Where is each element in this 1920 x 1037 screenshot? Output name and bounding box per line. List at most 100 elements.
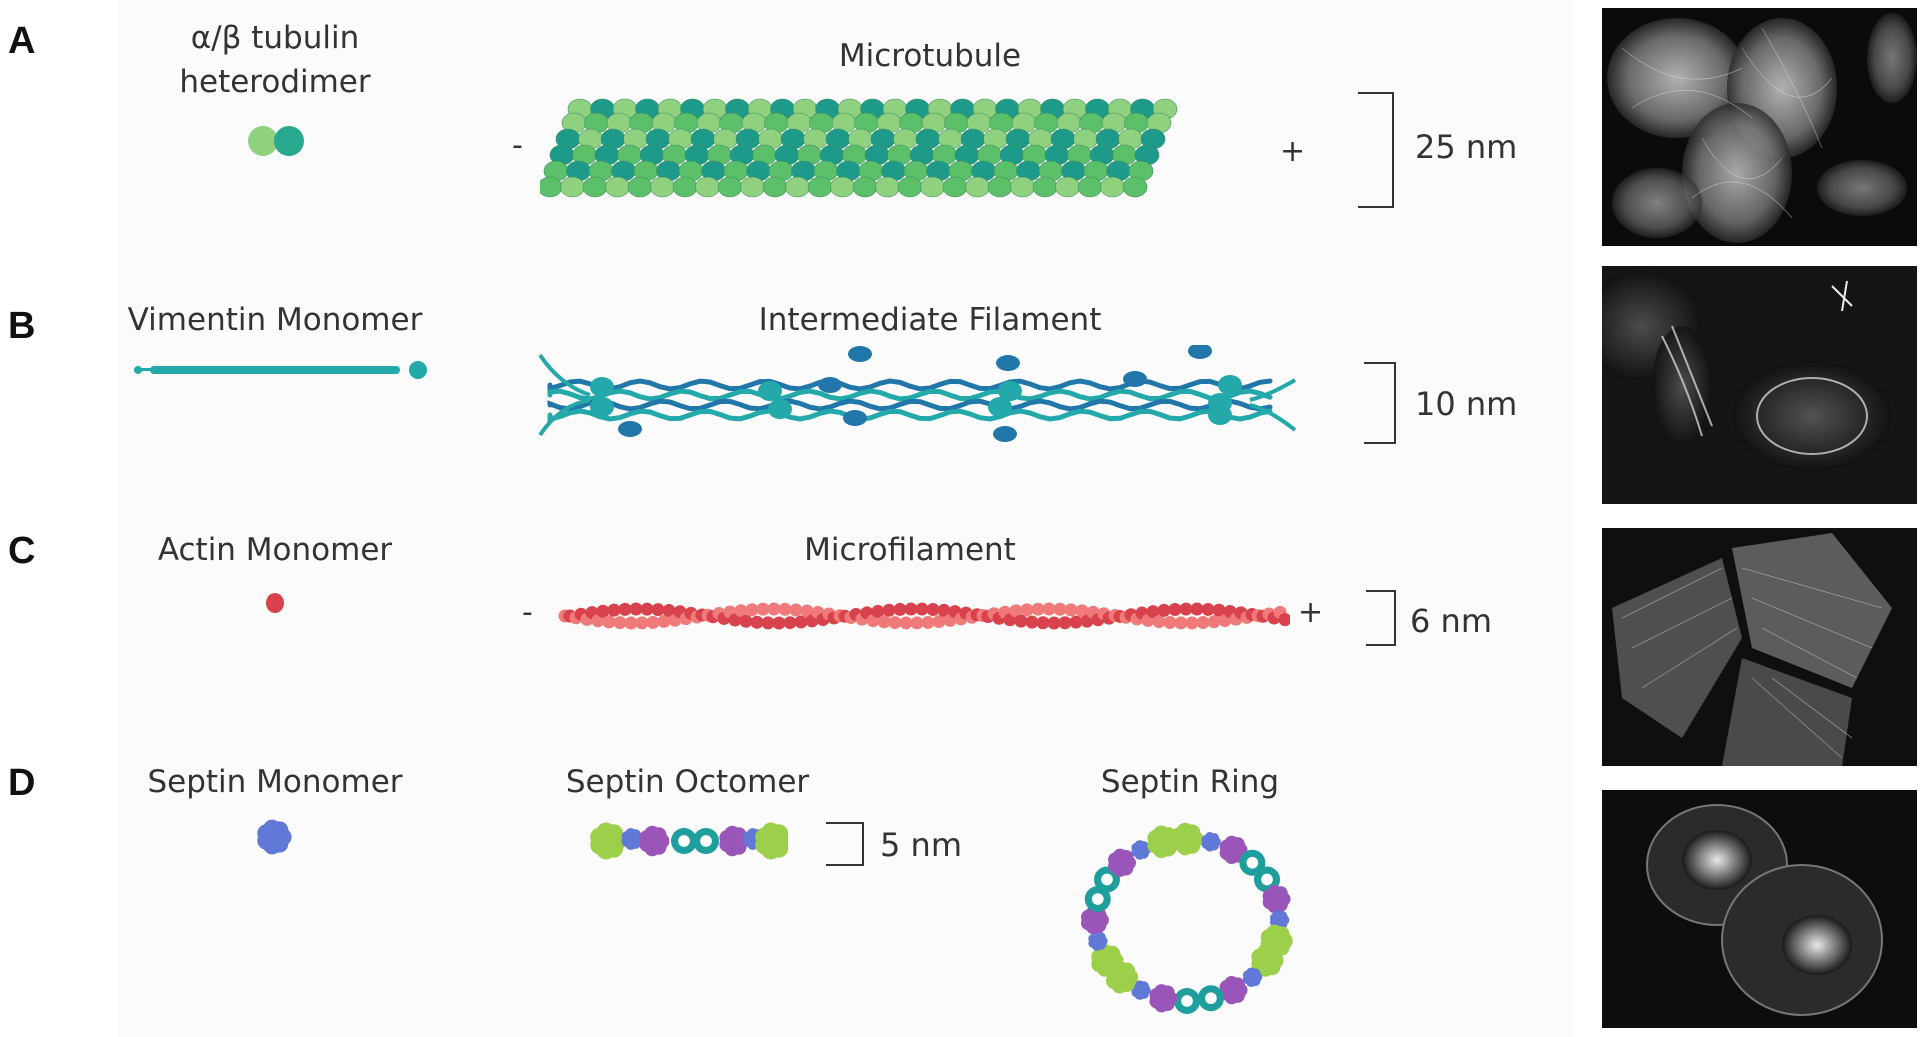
- septin-green-subunit: [1147, 825, 1180, 859]
- actin-subunit: [888, 616, 902, 630]
- actin-subunit: [1025, 615, 1039, 629]
- microtubule-scale-bracket: [1358, 92, 1394, 208]
- microfilament-scale-label: 6 nm: [1410, 602, 1492, 640]
- actin-subunit: [882, 603, 896, 617]
- septin-octomer-scale-label: 5 nm: [880, 826, 962, 864]
- septin-octomer-scale-bracket: [826, 822, 864, 866]
- if-head-domain: [1208, 405, 1232, 425]
- actin-subunit: [767, 602, 781, 616]
- actin-subunit: [1146, 605, 1160, 619]
- actin-subunit: [1278, 613, 1290, 627]
- tubulin-subunit: [560, 176, 585, 198]
- tubulin-subunit: [785, 176, 810, 198]
- if-head-domain: [998, 381, 1022, 401]
- actin-subunit: [745, 603, 759, 617]
- if-tail-domain: [993, 426, 1017, 442]
- tubulin-subunit: [605, 176, 630, 198]
- tubulin-subunit: [1010, 176, 1035, 198]
- actin-subunit: [657, 614, 671, 628]
- actin-subunit: [789, 603, 803, 617]
- actin-subunit: [1064, 603, 1078, 617]
- actin-subunit: [1207, 615, 1221, 629]
- septin-teal-subunit: [671, 828, 697, 854]
- intermediate-filament-label: Intermediate Filament: [758, 302, 1102, 338]
- septin-green-subunit: [755, 822, 788, 860]
- actin-subunit: [734, 604, 748, 618]
- tubulin-subunit: [695, 176, 720, 198]
- actin-subunit: [1168, 603, 1182, 617]
- actin-subunit: [602, 615, 616, 629]
- actin-subunit: [1163, 615, 1177, 629]
- tubulin-label-line1: α/β tubulin: [190, 20, 360, 56]
- septin-octomer-label: Septin Octomer: [565, 764, 810, 800]
- actin-subunit: [1014, 614, 1028, 628]
- actin-subunit: [613, 616, 627, 630]
- microtubule-label: Microtubule: [838, 38, 1022, 74]
- microtubule-scale-label: 25 nm: [1415, 128, 1518, 166]
- if-strand: [547, 408, 1273, 423]
- actin-subunit: [1036, 616, 1050, 630]
- tubulin-subunit: [740, 176, 765, 198]
- if-head-domain: [988, 397, 1012, 417]
- septin-green-subunit: [1260, 924, 1293, 958]
- septin-monomer-blob: [257, 819, 292, 855]
- actin-micrograph: [1602, 528, 1917, 766]
- septin-teal-subunit: [1239, 849, 1266, 876]
- if-strand: [547, 398, 1273, 412]
- tubulin-subunit: [852, 176, 878, 198]
- actin-subunit: [739, 614, 753, 628]
- tubulin-subunit: [920, 176, 945, 198]
- intermediate-filament-micrograph: [1602, 266, 1917, 504]
- if-end-tails: [538, 353, 1297, 437]
- septin-green-subunit: [590, 822, 627, 860]
- tubulin-subunit: [627, 176, 653, 198]
- septin-purple-subunit: [1108, 848, 1136, 877]
- if-head-domain: [758, 381, 782, 401]
- actin-subunit: [932, 615, 946, 629]
- tubulin-subunit: [650, 176, 675, 198]
- actin-subunit: [800, 604, 814, 618]
- if-head-domain: [768, 399, 792, 419]
- actin-subunit: [756, 602, 770, 616]
- tubulin-subunit: [1077, 176, 1103, 198]
- actin-subunit: [640, 602, 654, 616]
- actin-subunit: [1185, 616, 1199, 630]
- tubulin-heterodimer-icon: [248, 126, 304, 156]
- septin-green-subunit: [1091, 944, 1124, 977]
- intermediate-filament-scale-label: 10 nm: [1415, 385, 1518, 423]
- actin-subunit: [1075, 604, 1089, 618]
- if-tail-domain: [843, 410, 867, 426]
- intermediate-filament-scale-bracket: [1364, 362, 1396, 444]
- actin-subunit: [1020, 603, 1034, 617]
- actin-subunit: [871, 604, 885, 618]
- actin-subunit: [629, 602, 643, 616]
- microfilament-minus-end: -: [522, 595, 533, 630]
- actin-subunit: [893, 602, 907, 616]
- septin-teal-subunit: [693, 828, 719, 854]
- actin-subunit: [1053, 602, 1067, 616]
- actin-subunit: [772, 616, 786, 630]
- actin-subunit: [596, 604, 610, 618]
- actin-subunit: [921, 615, 935, 629]
- tubulin-subunit: [987, 176, 1013, 198]
- actin-subunit: [728, 613, 742, 627]
- septin-ring-illustration: [1081, 822, 1293, 1014]
- actin-subunit: [926, 603, 940, 617]
- actin-subunit: [910, 616, 924, 630]
- actin-subunit: [1190, 602, 1204, 616]
- microfilament-label: Microfilament: [804, 532, 1016, 568]
- actin-subunit: [1031, 602, 1045, 616]
- septin-blue-subunit: [1201, 832, 1221, 852]
- septin-green-subunit: [1251, 944, 1284, 977]
- panel-letter-a: A: [8, 20, 36, 62]
- actin-subunit: [794, 615, 808, 629]
- septin-purple-subunit: [1081, 905, 1109, 935]
- microfilament-scale-bracket: [1366, 590, 1396, 646]
- actin-subunit: [778, 602, 792, 616]
- actin-subunit: [1179, 602, 1193, 616]
- if-head-domain: [590, 377, 614, 397]
- vimentin-monomer-icon: [134, 361, 427, 379]
- actin-subunit: [1009, 604, 1023, 618]
- actin-subunit: [877, 615, 891, 629]
- septin-purple-subunit: [639, 825, 670, 857]
